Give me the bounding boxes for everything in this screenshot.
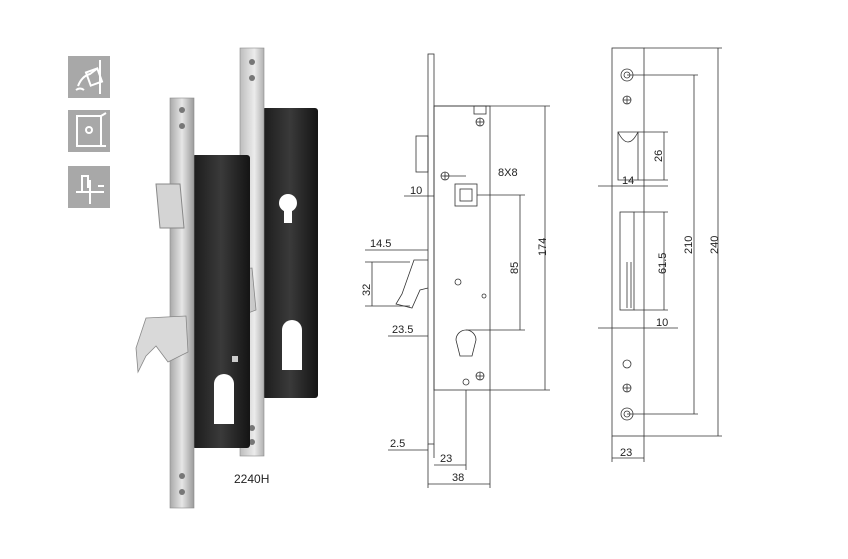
key-turn-icon [68,56,110,98]
dim-lower-slot-height: 61.5 [657,253,669,274]
dim-hook-width: 23.5 [392,324,413,336]
hook-latch-icon [68,166,110,208]
dim-hook-projection: 14.5 [370,238,391,250]
side-view-drawing [365,53,550,488]
dim-faceplate-length: 240 [709,236,721,254]
lock-photo [135,47,318,509]
side-view-labels: 8X8 10 14.5 32 23.5 85 174 2.5 23 38 [361,167,549,484]
dim-hole-spacing: 210 [683,236,695,254]
front-view-drawing [598,47,722,462]
dim-square: 8X8 [498,167,518,179]
dim-faceplate-width: 23 [620,447,632,459]
dim-upper-slot-width: 14 [622,175,634,187]
dim-upper-slot-height: 26 [653,150,665,162]
dim-hook-height: 32 [361,284,373,296]
front-view-labels: 26 14 61.5 10 210 240 23 [620,150,721,459]
dim-faceplate-thickness: 2.5 [390,438,405,450]
model-number: 2240H [234,472,270,486]
dim-lower-slot-width: 10 [656,317,668,329]
dim-overall-depth: 38 [452,472,464,484]
dim-centre-distance: 85 [509,262,521,274]
door-cylinder-icon [68,110,110,152]
dim-case-height: 174 [537,238,549,256]
dim-backset: 23 [440,453,452,465]
dim-backset-latch: 10 [410,185,422,197]
